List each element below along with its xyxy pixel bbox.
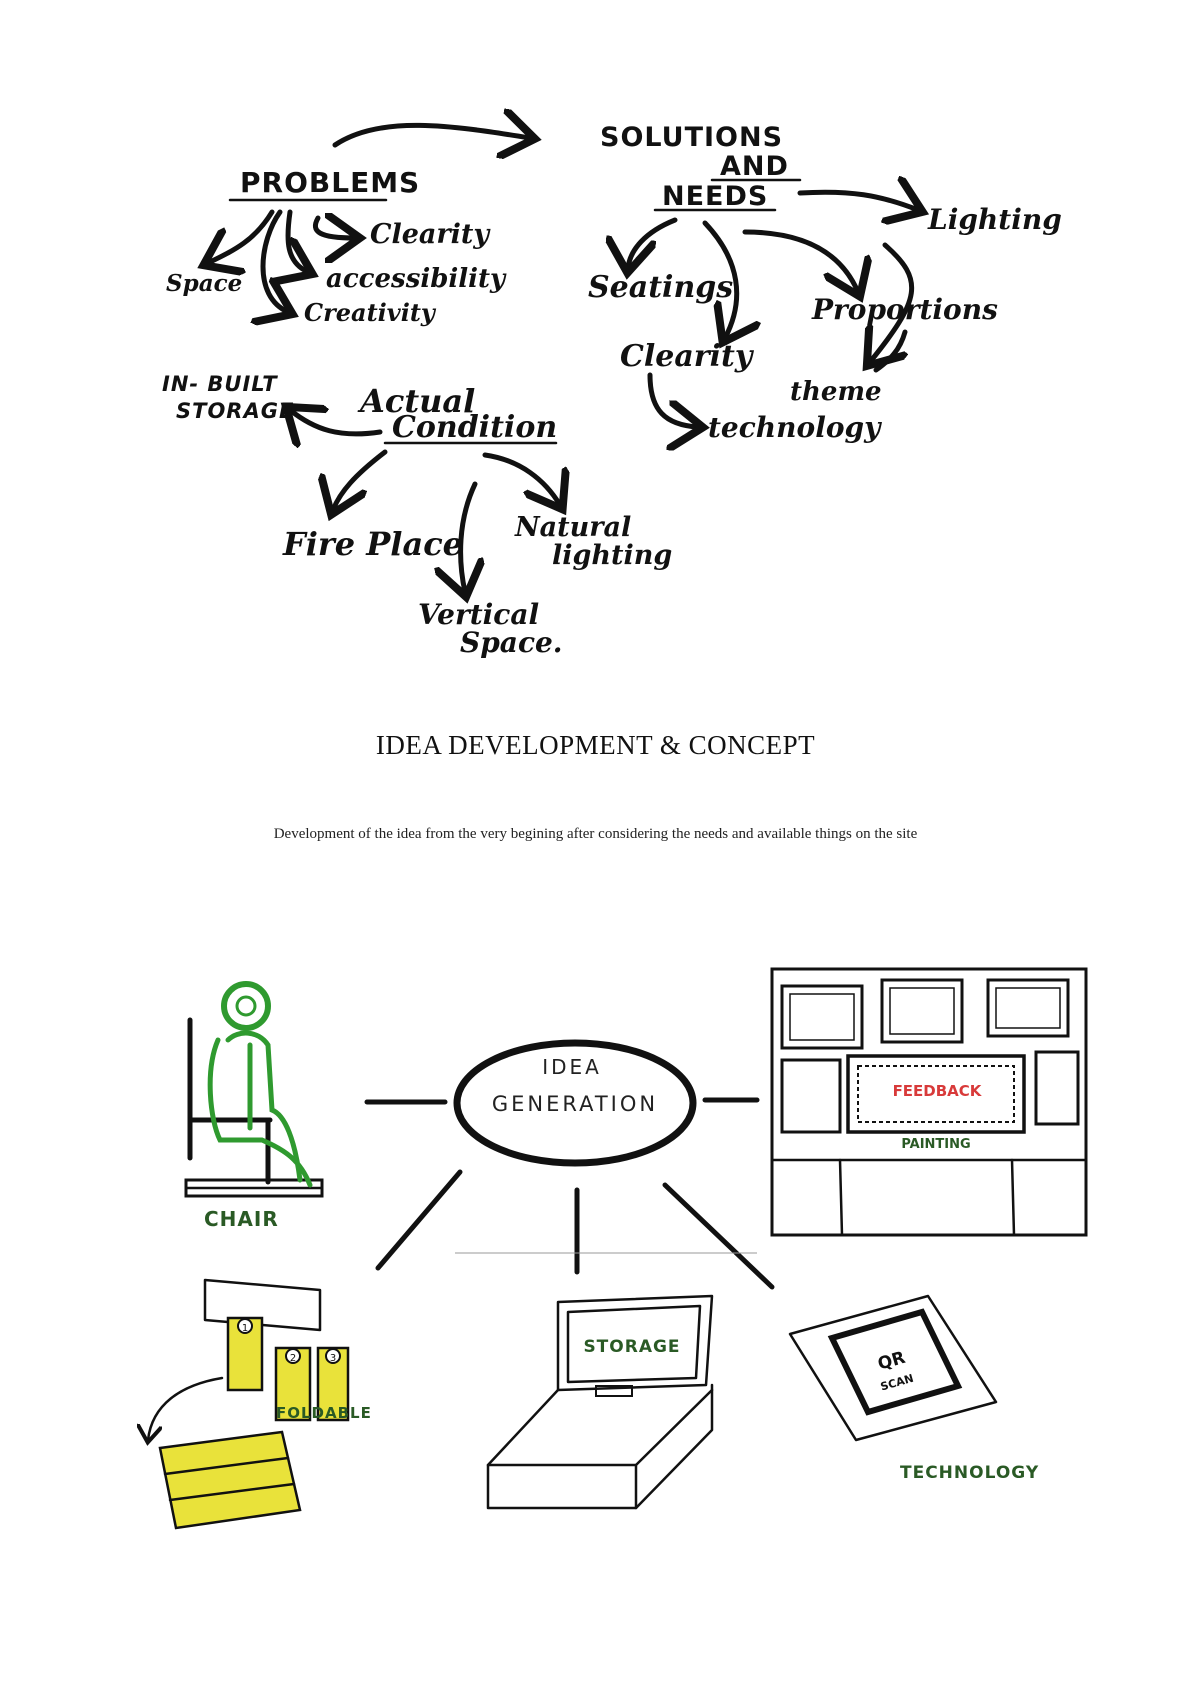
solution-technology: technology: [708, 411, 882, 444]
page-caption: Development of the idea from the very be…: [273, 826, 918, 842]
qr-text-1: QR: [876, 1348, 908, 1375]
center-label-1: IDEA: [542, 1055, 602, 1079]
actual-storage-2: STORAGE: [176, 399, 294, 423]
arrow-to-fireplace: [333, 449, 388, 510]
qr-text-2: SCAN: [879, 1372, 915, 1394]
painting-divider-2: [1010, 1158, 1016, 1237]
storage-lid: [556, 1294, 714, 1392]
storage-lid-inner: [566, 1304, 702, 1384]
arrow-to-creativity: [263, 209, 288, 312]
solutions-title-2: AND: [720, 151, 789, 182]
painting-side-panel-left: [780, 1058, 842, 1134]
foldable-arrow: [148, 1376, 224, 1440]
step-badge-1: [237, 1318, 253, 1334]
page-heading: IDEA DEVELOPMENT & CONCEPT: [375, 730, 816, 760]
arrow-to-storage: [290, 410, 383, 434]
solutions-group: SOLUTIONS AND NEEDS Lighting Seatings Pr…: [588, 122, 1062, 444]
problem-creativity: Creativity: [304, 298, 437, 327]
problem-clearity: Clearity: [370, 219, 491, 250]
folded-mat-line-1: [163, 1456, 290, 1476]
painting-window-2: [880, 978, 964, 1044]
arrow-problems-to-solutions: [332, 125, 530, 145]
technology-sketch: QR SCAN TECHNOLOGY: [788, 1294, 1039, 1483]
step-badge-3: [325, 1348, 341, 1364]
actual-title-2: Condition: [392, 410, 557, 445]
storage-sketch: STORAGE: [486, 1294, 714, 1510]
actual-lighting: lighting: [552, 540, 672, 571]
painting-window-3: [986, 978, 1070, 1038]
solution-theme: theme: [790, 377, 882, 407]
arrow-to-technology: [647, 372, 698, 427]
solution-lighting: Lighting: [927, 203, 1062, 236]
painting-window-2-inner: [889, 987, 955, 1035]
chair-label: CHAIR: [204, 1207, 279, 1231]
actual-natural: Natural: [514, 512, 631, 543]
painting-window-3-inner: [995, 987, 1061, 1029]
arrow-to-clearity: [312, 218, 355, 238]
arrow-proportions-to-theme: [873, 329, 908, 373]
problems-title: PROBLEMS: [240, 166, 420, 199]
center-label-2: GENERATION: [492, 1092, 658, 1116]
arrow-to-clearity-solution: [702, 220, 737, 338]
arrow-to-vertical-space: [461, 481, 475, 592]
arrow-to-lighting: [797, 192, 918, 210]
feedback-label: FEEDBACK: [893, 1082, 983, 1100]
storage-label: STORAGE: [583, 1337, 680, 1357]
step-badge-2: [285, 1348, 301, 1364]
problem-accessibility: accessibility: [326, 264, 507, 294]
actual-group: Actual Condition IN- BUILT STORAGE Fire …: [162, 372, 672, 659]
arrow-to-theme: [870, 242, 915, 362]
folded-mat-line-2: [168, 1482, 296, 1502]
folded-mat: [158, 1430, 302, 1530]
concept-group: IDEA GENERATION CHAIR: [148, 967, 1088, 1530]
arrow-to-natural-lighting: [482, 452, 560, 505]
actual-storage-1: IN- BUILT: [162, 372, 278, 396]
foldable-sketch: 1 2 3 FOLDABLE: [148, 1278, 372, 1530]
actual-title-1: Actual: [357, 382, 475, 420]
arrow-to-accessibility: [288, 209, 308, 272]
solution-seatings: Seatings: [588, 270, 733, 305]
problems-group: PROBLEMS Clearity Space accessibility Cr…: [166, 125, 530, 327]
arrow-to-space: [208, 209, 275, 263]
painting-window-1: [780, 984, 864, 1050]
connector-technology: [662, 1182, 775, 1290]
solution-proportions: Proportions: [811, 293, 998, 326]
technology-label: TECHNOLOGY: [900, 1463, 1039, 1483]
arrow-to-proportions: [742, 229, 858, 292]
chair-sketch: CHAIR: [184, 981, 324, 1231]
painting-window-1-inner: [789, 993, 855, 1041]
qr-frame: [827, 1308, 963, 1416]
painting-frame-outer: [770, 967, 1088, 1237]
person-head-inner: [235, 995, 257, 1017]
actual-vertical: Vertical: [418, 598, 539, 631]
solution-clearity: Clearity: [620, 339, 755, 374]
connector-foldable: [375, 1169, 463, 1271]
idea-generation-ellipse: [453, 1039, 697, 1167]
person-body: [207, 1030, 313, 1188]
actual-space: Space.: [460, 626, 563, 659]
qr-card: [788, 1294, 998, 1442]
storage-body: [486, 1383, 714, 1510]
arrow-to-seatings: [628, 217, 678, 268]
problem-space: Space: [166, 270, 242, 297]
person-head: [221, 981, 271, 1031]
storage-latch: [595, 1385, 633, 1397]
painting-divider-1: [838, 1158, 844, 1237]
feedback-frame-ornament: [857, 1065, 1015, 1123]
feedback-frame: [846, 1054, 1026, 1134]
painting-label: PAINTING: [901, 1137, 970, 1152]
step-number-3: 3: [330, 1353, 336, 1364]
painting-panel: FEEDBACK PAINTING: [770, 967, 1088, 1237]
foldable-label: FOLDABLE: [276, 1404, 372, 1422]
solutions-title-1: SOLUTIONS: [600, 122, 783, 153]
actual-fireplace: Fire Place: [282, 525, 463, 563]
step-number-2: 2: [290, 1353, 296, 1364]
step-number-1: 1: [242, 1323, 248, 1334]
solutions-title-3: NEEDS: [662, 181, 768, 212]
painting-side-panel-right: [1034, 1050, 1080, 1126]
foldable-top: [203, 1278, 322, 1332]
